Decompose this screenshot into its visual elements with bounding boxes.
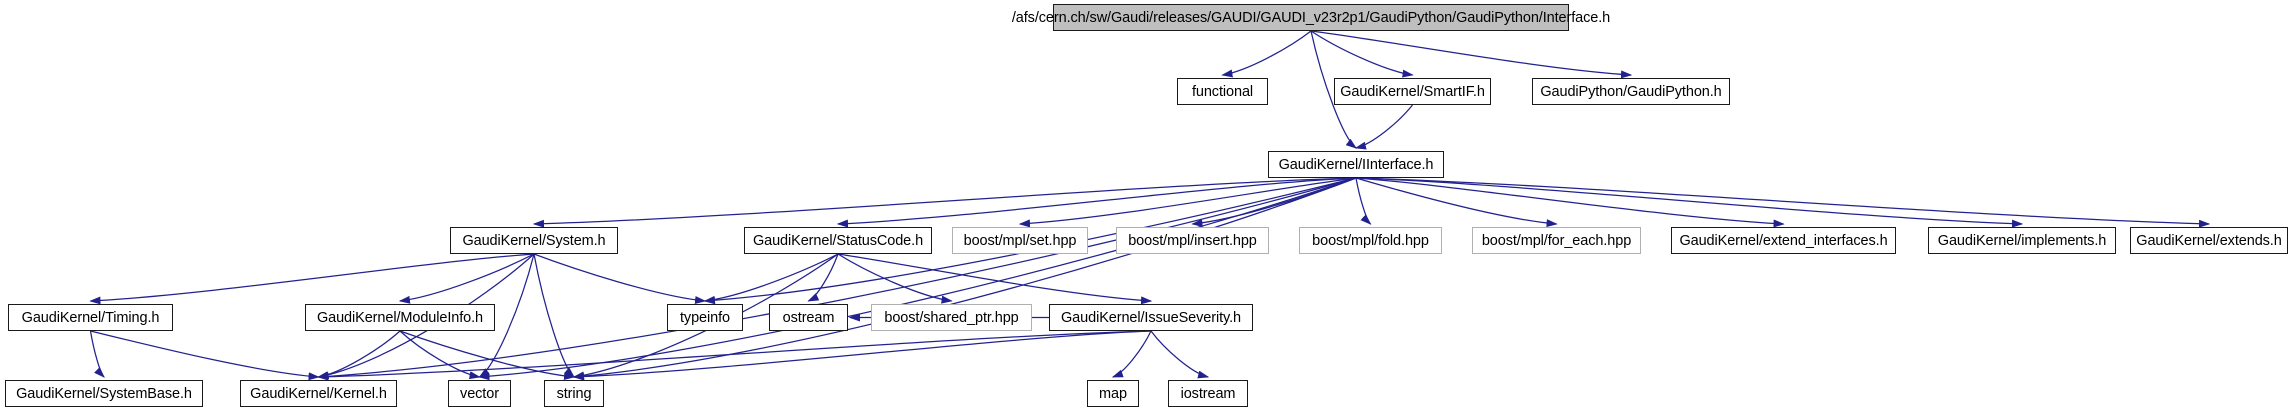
graph-node-label: boost/mpl/insert.hpp [1128,232,1257,249]
graph-node-ostream[interactable]: ostream [769,304,848,331]
edge-iinterface-to-mplfold [1355,177,1372,225]
edge-system-to-string [533,253,575,378]
graph-node-label: functional [1191,83,1254,100]
edge-iinterface-to-statuscode [836,177,1357,228]
graph-node-label: string [556,385,592,402]
graph-node-label: GaudiKernel/implements.h [1937,232,2107,249]
edge-moduleinfo-to-string [399,330,576,381]
edge-system-to-moduleinfo [398,253,535,304]
graph-node-label: map [1099,385,1127,402]
edge-iinterface-to-vector [478,177,1357,381]
graph-node-label: GaudiKernel/Kernel.h [250,385,387,402]
edge-iinterface-to-extends [1355,177,2211,228]
graph-node-map[interactable]: map [1087,380,1139,407]
graph-node-mplfold[interactable]: boost/mpl/fold.hpp [1299,227,1442,254]
graph-node-label: ostream [782,309,835,326]
graph-node-issuesev[interactable]: GaudiKernel/IssueSeverity.h [1049,304,1253,331]
edge-timing-to-systembase [89,330,105,378]
graph-node-moduleinfo[interactable]: GaudiKernel/ModuleInfo.h [305,304,495,331]
graph-node-gaudipython[interactable]: GaudiPython/GaudiPython.h [1532,78,1730,105]
edge-root-to-functional [1221,30,1312,78]
edge-timing-to-kernel [90,330,320,381]
graph-node-label: GaudiKernel/IInterface.h [1278,156,1434,173]
graph-node-smartif[interactable]: GaudiKernel/SmartIF.h [1334,78,1491,105]
graph-node-extends[interactable]: GaudiKernel/extends.h [2130,227,2288,254]
edge-system-to-typeinfo [533,253,707,304]
graph-node-kernel[interactable]: GaudiKernel/Kernel.h [240,380,397,407]
graph-node-label: typeinfo [680,309,730,326]
graph-node-systembase[interactable]: GaudiKernel/SystemBase.h [5,380,203,407]
graph-node-label: GaudiKernel/StatusCode.h [752,232,924,249]
edge-issuesev-to-kernel [317,330,1152,381]
edge-system-to-timing [89,253,535,305]
graph-node-iinterface[interactable]: GaudiKernel/IInterface.h [1268,151,1444,178]
edge-statuscode-to-ostream [807,253,839,302]
graph-node-label: GaudiKernel/SmartIF.h [1340,83,1485,100]
graph-node-label: boost/shared_ptr.hpp [884,309,1019,326]
graph-node-root[interactable]: /afs/cern.ch/sw/Gaudi/releases/GAUDI/GAU… [1012,4,1610,31]
graph-node-label: GaudiKernel/extend_interfaces.h [1679,232,1888,249]
graph-node-label: iostream [1180,385,1236,402]
edge-issuesev-to-map [1111,330,1152,378]
graph-node-statuscode[interactable]: GaudiKernel/StatusCode.h [744,227,932,254]
edge-iinterface-to-extendif [1355,177,1785,228]
graph-node-label: boost/mpl/fold.hpp [1312,232,1429,249]
edge-issuesev-to-iostream [1150,330,1210,379]
edge-moduleinfo-to-vector [399,330,481,380]
edge-iinterface-to-mplset [1018,177,1357,228]
graph-node-implements[interactable]: GaudiKernel/implements.h [1928,227,2116,254]
graph-node-extendif[interactable]: GaudiKernel/extend_interfaces.h [1671,227,1896,254]
graph-node-label: GaudiKernel/ModuleInfo.h [316,309,484,326]
edge-statuscode-to-sharedptr [837,253,953,304]
graph-node-label: GaudiKernel/IssueSeverity.h [1061,309,1241,326]
graph-node-mplset[interactable]: boost/mpl/set.hpp [952,227,1088,254]
graph-node-mplforeach[interactable]: boost/mpl/for_each.hpp [1472,227,1641,254]
graph-node-label: /afs/cern.ch/sw/Gaudi/releases/GAUDI/GAU… [1011,9,1611,26]
edge-issuesev-to-string [572,330,1152,381]
graph-node-label: GaudiPython/GaudiPython.h [1540,83,1722,100]
edge-statuscode-to-typeinfo [703,253,839,304]
edge-smartif-to-iinterface [1354,104,1413,150]
graph-node-timing[interactable]: GaudiKernel/Timing.h [8,304,173,331]
edge-iinterface-to-system [532,177,1357,228]
edge-root-to-iinterface [1310,30,1357,149]
graph-node-string[interactable]: string [544,380,604,407]
edge-system-to-vector [478,253,535,378]
graph-node-sharedptr[interactable]: boost/shared_ptr.hpp [871,304,1032,331]
edge-iinterface-to-implements [1355,177,2024,228]
graph-node-label: GaudiKernel/System.h [462,232,606,249]
graph-node-label: GaudiKernel/SystemBase.h [16,385,192,402]
graph-node-label: vector [460,385,499,402]
graph-node-label: GaudiKernel/Timing.h [21,309,160,326]
graph-node-label: boost/mpl/for_each.hpp [1481,232,1632,249]
edge-statuscode-to-issuesev [837,253,1153,305]
graph-node-functional[interactable]: functional [1177,78,1268,105]
graph-node-mplinsert[interactable]: boost/mpl/insert.hpp [1116,227,1269,254]
graph-node-label: GaudiKernel/extends.h [2136,232,2282,249]
edge-iinterface-to-kernel [317,177,1357,381]
edge-moduleinfo-to-kernel [317,330,401,380]
edge-iinterface-to-mplforeach [1355,177,1558,228]
graph-node-system[interactable]: GaudiKernel/System.h [450,227,618,254]
graph-node-iostream[interactable]: iostream [1168,380,1248,407]
edge-root-to-gaudipython [1310,30,1633,79]
edge-root-to-smartif [1310,30,1414,78]
edge-iinterface-to-string [572,177,1357,381]
graph-node-typeinfo[interactable]: typeinfo [667,304,743,331]
graph-node-label: boost/mpl/set.hpp [963,232,1077,249]
graph-node-vector[interactable]: vector [448,380,511,407]
